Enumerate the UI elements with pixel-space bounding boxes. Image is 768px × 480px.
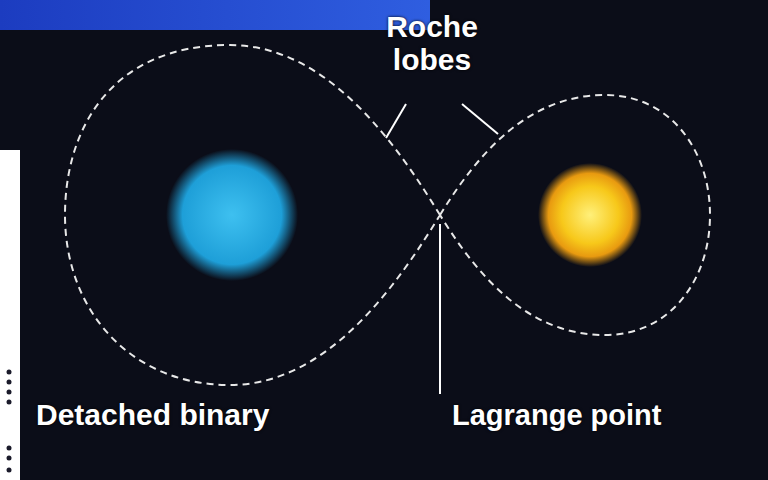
blue-star [166, 149, 298, 281]
leader-line [462, 104, 498, 134]
bullet-dots [7, 370, 12, 473]
caption-label: Detached binary [36, 398, 366, 431]
callout-label: Roche lobes [372, 10, 492, 76]
roche-lobe [440, 95, 710, 335]
roche-lobe [65, 45, 440, 385]
slide-band [0, 0, 430, 30]
leader-line [386, 104, 406, 138]
leader-line [439, 224, 441, 394]
slide-margin [0, 150, 20, 480]
yellow-star [538, 163, 642, 267]
callout-label: Lagrange point [452, 400, 752, 432]
